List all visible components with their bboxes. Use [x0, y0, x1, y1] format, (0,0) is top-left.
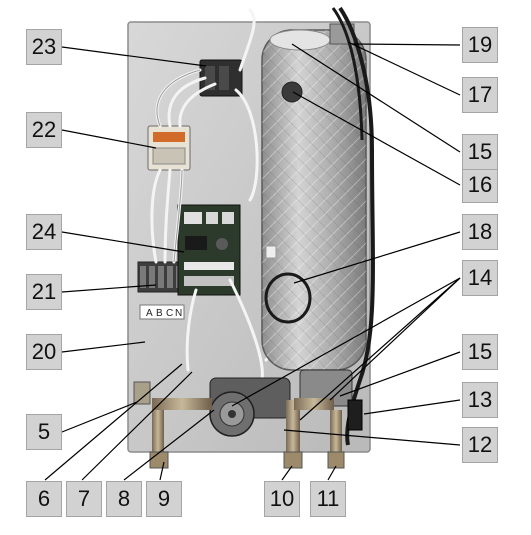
thermostat-probe-loop: [264, 272, 312, 324]
phase-b-label: B: [156, 308, 163, 319]
callout-18: 18: [462, 214, 498, 250]
callout-15-upper: 15: [462, 134, 498, 170]
callout-16: 16: [462, 167, 498, 203]
neutral-label: N: [175, 308, 182, 319]
callout-7: 7: [66, 481, 102, 517]
callout-8: 8: [106, 481, 142, 517]
callout-6: 6: [26, 481, 62, 517]
callout-22: 22: [26, 112, 62, 148]
ground-terminal: [133, 381, 151, 405]
callout-19: 19: [462, 27, 498, 63]
callout-13: 13: [462, 382, 498, 418]
callout-14: 14: [462, 260, 498, 296]
callout-20: 20: [26, 334, 62, 370]
callout-9: 9: [146, 481, 182, 517]
outlet-left: [149, 451, 169, 469]
callout-5: 5: [26, 414, 62, 450]
outlet-right: [327, 451, 345, 469]
pipework: [152, 398, 342, 456]
callout-23: 23: [26, 29, 62, 65]
safety-valve: [347, 399, 363, 431]
leader-lines: [44, 41, 461, 481]
outlet-mid: [283, 451, 303, 469]
callout-12: 12: [462, 427, 498, 463]
callout-10: 10: [264, 481, 300, 517]
heater-top-sensor: [281, 81, 303, 103]
phase-a-label: A: [146, 308, 153, 319]
callout-11: 11: [310, 481, 346, 517]
callout-15-lower: 15: [462, 334, 498, 370]
callout-21: 21: [26, 274, 62, 310]
phase-c-label: C: [166, 308, 173, 319]
callout-17: 17: [462, 77, 498, 113]
phase-label-strip: A B C N: [139, 304, 185, 320]
callout-24: 24: [26, 214, 62, 250]
